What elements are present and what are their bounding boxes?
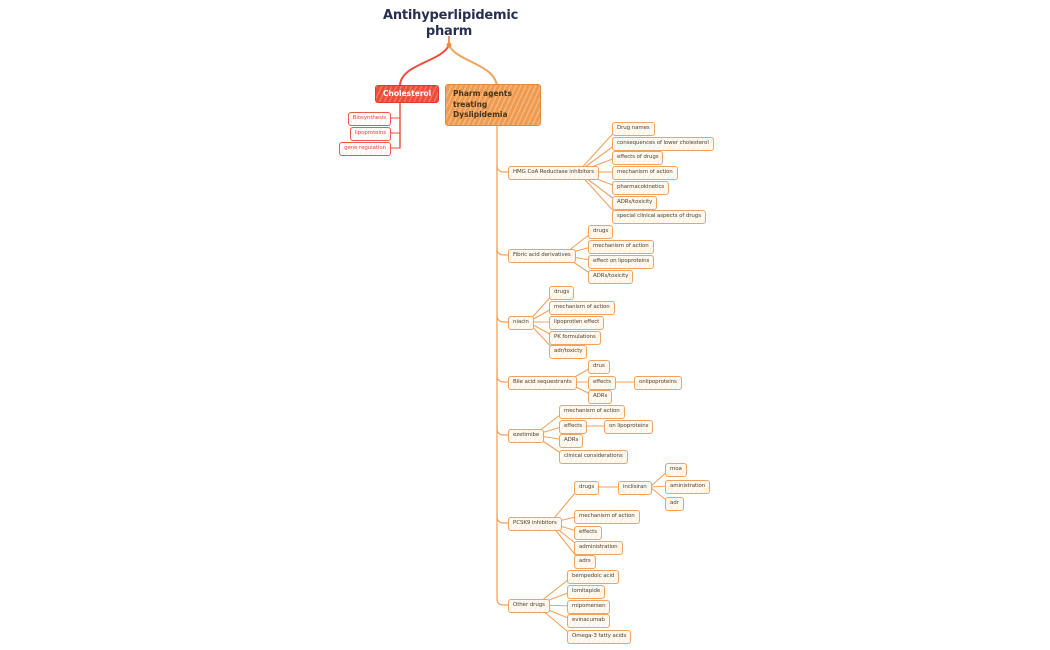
node-pharm-agents-treating-dyslipidemia[interactable]: Pharm agents treating Dyslipidemia bbox=[445, 84, 541, 126]
node-mipomersen[interactable]: mipomersen bbox=[567, 600, 611, 614]
node-effect-on-lipoproteins[interactable]: effect on lipoproteins bbox=[588, 255, 655, 269]
node-ezetimibe-mechanism-of-action[interactable]: mechanism of action bbox=[559, 405, 625, 419]
node-special-clinical-aspects-of-drugs[interactable]: special clinical aspects of drugs bbox=[612, 210, 706, 224]
node-pcsk9-drugs[interactable]: drugs bbox=[574, 481, 600, 495]
node-evinacumab[interactable]: evinacumab bbox=[567, 614, 610, 628]
node-ezetimibe[interactable]: ezetimibe bbox=[508, 429, 545, 443]
node-pcsk9-mechanism-of-action[interactable]: mechanism of action bbox=[574, 510, 640, 524]
node-hmg-coa-reductase-inhibitors[interactable]: HMG CoA Reductase inhibitors bbox=[508, 166, 599, 180]
node-consequences-of-lower-cholesterol[interactable]: consequences of lower cholesterol bbox=[612, 137, 714, 151]
node-fibric-drugs[interactable]: drugs bbox=[588, 225, 614, 239]
node-bile-effects[interactable]: effects bbox=[588, 376, 616, 390]
node-niacin-mechanism-of-action[interactable]: mechanism of action bbox=[549, 301, 615, 315]
node-effects-of-drugs[interactable]: effects of drugs bbox=[612, 151, 664, 165]
node-lomitapide[interactable]: lomitapide bbox=[567, 585, 606, 599]
node-inclisiran[interactable]: inclisiran bbox=[618, 481, 652, 495]
node-biosynthesis[interactable]: Biosynthesis bbox=[347, 112, 391, 126]
node-niacin-drugs[interactable]: drugs bbox=[549, 286, 575, 300]
node-drug-names[interactable]: Drug names bbox=[612, 122, 655, 136]
node-lipoproteins[interactable]: lipoproteins bbox=[349, 127, 391, 141]
node-clinical-considerations[interactable]: clinical considerations bbox=[559, 450, 628, 464]
node-hmg-mechanism-of-action[interactable]: mechanism of action bbox=[612, 166, 678, 180]
node-pcsk9-adrs[interactable]: adrs bbox=[574, 555, 596, 569]
node-onlipoproteins[interactable]: onlipoproteins bbox=[634, 376, 682, 390]
mindmap-root-title: Antihyperlipidemic pharm bbox=[383, 8, 519, 39]
node-gene-regulation[interactable]: gene regulation bbox=[339, 142, 391, 156]
node-hmg-adrs-toxicity[interactable]: ADRs/toxicity bbox=[612, 196, 658, 210]
node-on-lipoproteins[interactable]: on lipoproteins bbox=[604, 420, 654, 434]
node-ezetimibe-effects[interactable]: effects bbox=[559, 420, 587, 434]
node-aministration[interactable]: aministration bbox=[665, 480, 711, 494]
node-omega-3-fatty-acids[interactable]: Omega-3 fatty acids bbox=[567, 630, 632, 644]
node-drus[interactable]: drus bbox=[588, 360, 610, 374]
node-pharmacokinetics[interactable]: pharmacokinetics bbox=[612, 181, 670, 195]
node-adr[interactable]: adr bbox=[665, 497, 684, 511]
node-cholesterol[interactable]: Cholesterol bbox=[375, 85, 440, 103]
node-bempedoic-acid[interactable]: bempedoic acid bbox=[567, 570, 620, 584]
node-fibric-mechanism-of-action[interactable]: mechanism of action bbox=[588, 240, 654, 254]
node-ezetimibe-adrs[interactable]: ADRs bbox=[559, 434, 584, 448]
node-pcsk9-inhibitors[interactable]: PCSK9 inhibitors bbox=[508, 517, 562, 531]
node-fibric-acid-derivatives[interactable]: Fibric acid derivatives bbox=[508, 249, 576, 263]
node-niacin[interactable]: niacin bbox=[508, 316, 534, 330]
node-moa[interactable]: moa bbox=[665, 463, 687, 477]
node-lipoprotien-effect[interactable]: lipoprotien effect bbox=[549, 316, 605, 330]
node-pk-formulations[interactable]: PK formulations bbox=[549, 331, 601, 345]
node-other-drugs[interactable]: Other drugs bbox=[508, 599, 550, 613]
node-pcsk9-effects[interactable]: effects bbox=[574, 526, 602, 540]
node-bile-adrs[interactable]: ADRs bbox=[588, 390, 613, 404]
node-bile-acid-sequestrants[interactable]: Bile acid sequestrants bbox=[508, 376, 577, 390]
node-adr-toxicty[interactable]: adr/toxicty bbox=[549, 345, 588, 359]
node-fibric-adrs-toxicity[interactable]: ADRs/toxicity bbox=[588, 270, 634, 284]
node-pcsk9-administration[interactable]: administration bbox=[574, 541, 623, 555]
